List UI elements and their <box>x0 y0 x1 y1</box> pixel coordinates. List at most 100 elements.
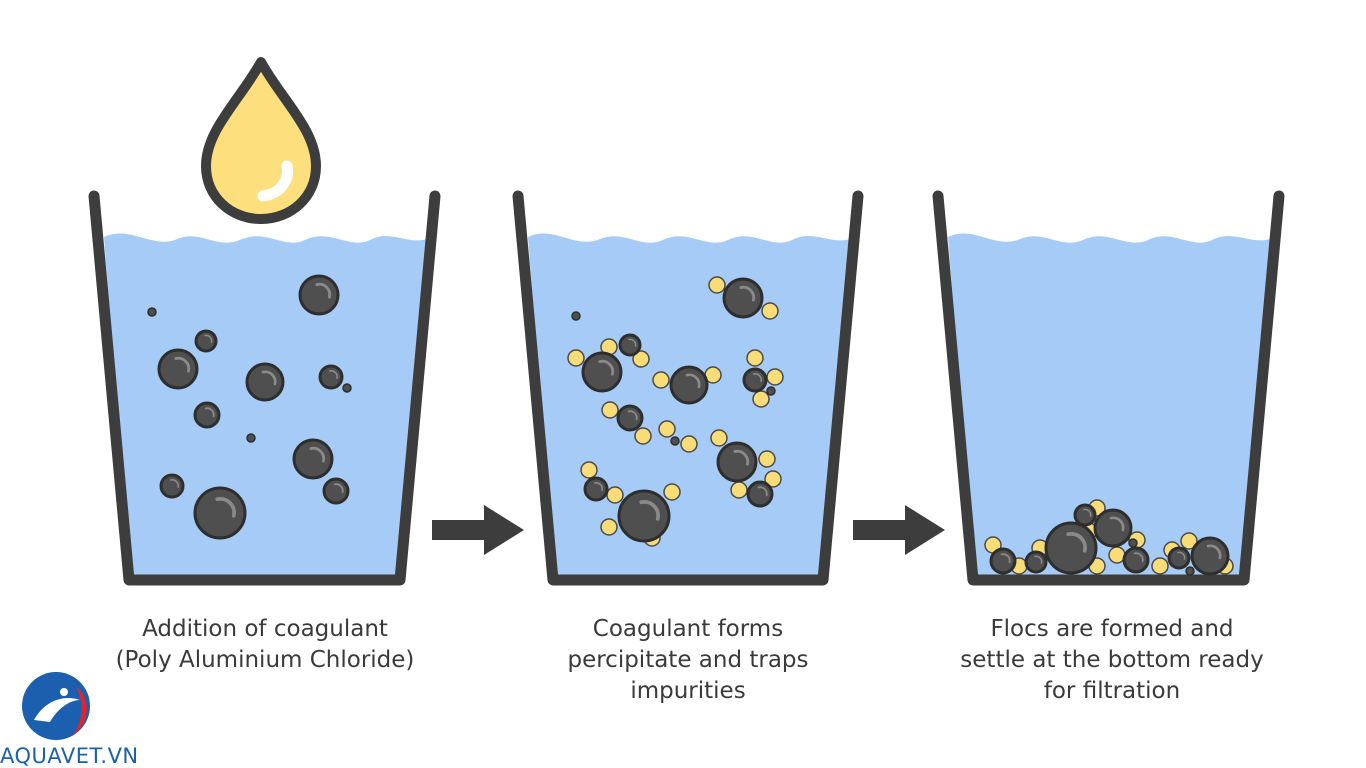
beaker-2-outline <box>512 190 864 586</box>
particle <box>989 547 1017 575</box>
beaker-1-particles <box>147 274 352 540</box>
particle-highlight <box>1066 532 1087 553</box>
coagulant-particle <box>764 470 782 488</box>
particle <box>1122 546 1150 574</box>
particle <box>194 329 218 353</box>
caption-line: Addition of coagulant <box>142 616 388 642</box>
beaker-3-water <box>948 233 1275 580</box>
coagulant-particle <box>1180 532 1198 550</box>
dolphin-logo-icon <box>22 672 90 740</box>
coagulant-particle <box>752 390 770 408</box>
coagulant-particle <box>606 486 624 504</box>
caption-line: settle at the bottom ready <box>960 647 1264 673</box>
particle-highlight <box>333 483 344 494</box>
particle <box>1073 503 1097 527</box>
coagulant-particle <box>632 350 650 368</box>
particle-highlight <box>174 356 191 373</box>
particle <box>716 441 758 483</box>
particle <box>571 311 581 321</box>
particle <box>618 333 642 357</box>
particle <box>669 365 709 405</box>
beaker-2-coagulant <box>567 276 784 547</box>
particle <box>1185 566 1195 576</box>
particle-highlight <box>752 373 762 383</box>
caption-line: (Poly Aluminium Chloride) <box>115 647 415 673</box>
caption-step-2: Coagulant forms percipitate and traps im… <box>508 614 868 707</box>
particle-highlight <box>261 370 277 386</box>
particle <box>1024 550 1048 574</box>
caption-line: Coagulant forms <box>592 616 784 642</box>
particle-highlight <box>1000 553 1011 564</box>
particle <box>581 351 623 393</box>
particle-highlight <box>215 497 236 518</box>
particle <box>246 433 256 443</box>
caption-step-1: Addition of coagulant (Poly Aluminium Ch… <box>85 614 445 676</box>
caption-step-3: Flocs are formed and settle at the botto… <box>932 614 1292 707</box>
coagulant-particle <box>746 349 764 367</box>
caption-line: for filtration <box>1043 678 1181 704</box>
particle <box>617 489 671 543</box>
particle <box>292 438 334 480</box>
particle-highlight <box>1133 552 1144 563</box>
particle-highlight <box>315 282 332 299</box>
coagulant-particle <box>730 481 748 499</box>
caption-line: impurities <box>630 678 746 704</box>
particle <box>147 307 157 317</box>
particle-highlight <box>1206 544 1222 560</box>
beaker-1-water <box>104 233 432 580</box>
coagulant-particle <box>658 420 676 438</box>
particle-highlight <box>1034 555 1043 564</box>
particle <box>1044 521 1098 575</box>
particle <box>318 364 344 390</box>
particle-highlight <box>169 479 179 489</box>
coagulant-particle <box>1151 557 1169 575</box>
coagulant-particle <box>600 518 618 536</box>
coagulant-particle <box>567 349 585 367</box>
particle <box>1093 508 1133 548</box>
beaker-3-outline <box>932 190 1285 586</box>
particle <box>742 367 768 393</box>
right-arrow-icon <box>432 505 524 555</box>
coagulant-particle <box>680 435 698 453</box>
particle-highlight <box>685 373 701 389</box>
particle-highlight <box>627 410 638 421</box>
particle <box>193 401 221 429</box>
particle-highlight <box>1083 508 1092 517</box>
right-arrow-icon <box>853 505 945 555</box>
beaker-1-outline <box>88 190 441 586</box>
beaker-3 <box>932 190 1285 586</box>
beaker-2 <box>512 190 864 586</box>
coagulant-particle <box>634 427 652 445</box>
particle <box>766 386 776 396</box>
particle-highlight <box>757 486 768 497</box>
particle-highlight <box>204 334 213 343</box>
beaker-1 <box>88 190 441 586</box>
coagulant-particle <box>601 401 619 419</box>
particle <box>193 486 247 540</box>
particle <box>322 477 350 505</box>
particle <box>583 476 609 502</box>
particle <box>157 348 199 390</box>
brand-name: AQUAVET.VN <box>0 744 139 768</box>
coagulant-drop-icon <box>201 57 321 224</box>
particle <box>670 436 680 446</box>
particle-highlight <box>309 446 326 463</box>
particle <box>245 362 285 402</box>
coagulant-particle <box>652 371 670 389</box>
beaker-3-flocs <box>984 499 1234 576</box>
particle-highlight <box>1109 516 1125 532</box>
particle <box>1167 546 1191 570</box>
particle <box>298 274 340 316</box>
particle-highlight <box>328 370 338 380</box>
caption-line: percipitate and traps <box>567 647 809 673</box>
particle-highlight <box>593 482 603 492</box>
coagulant-particle <box>758 450 776 468</box>
particle <box>1128 538 1138 548</box>
particle <box>159 473 185 499</box>
coagulant-particle <box>710 429 728 447</box>
coagulant-particle <box>761 302 779 320</box>
beaker-2-particles <box>571 277 776 543</box>
coagulant-particle <box>580 461 598 479</box>
particle-highlight <box>598 359 615 376</box>
